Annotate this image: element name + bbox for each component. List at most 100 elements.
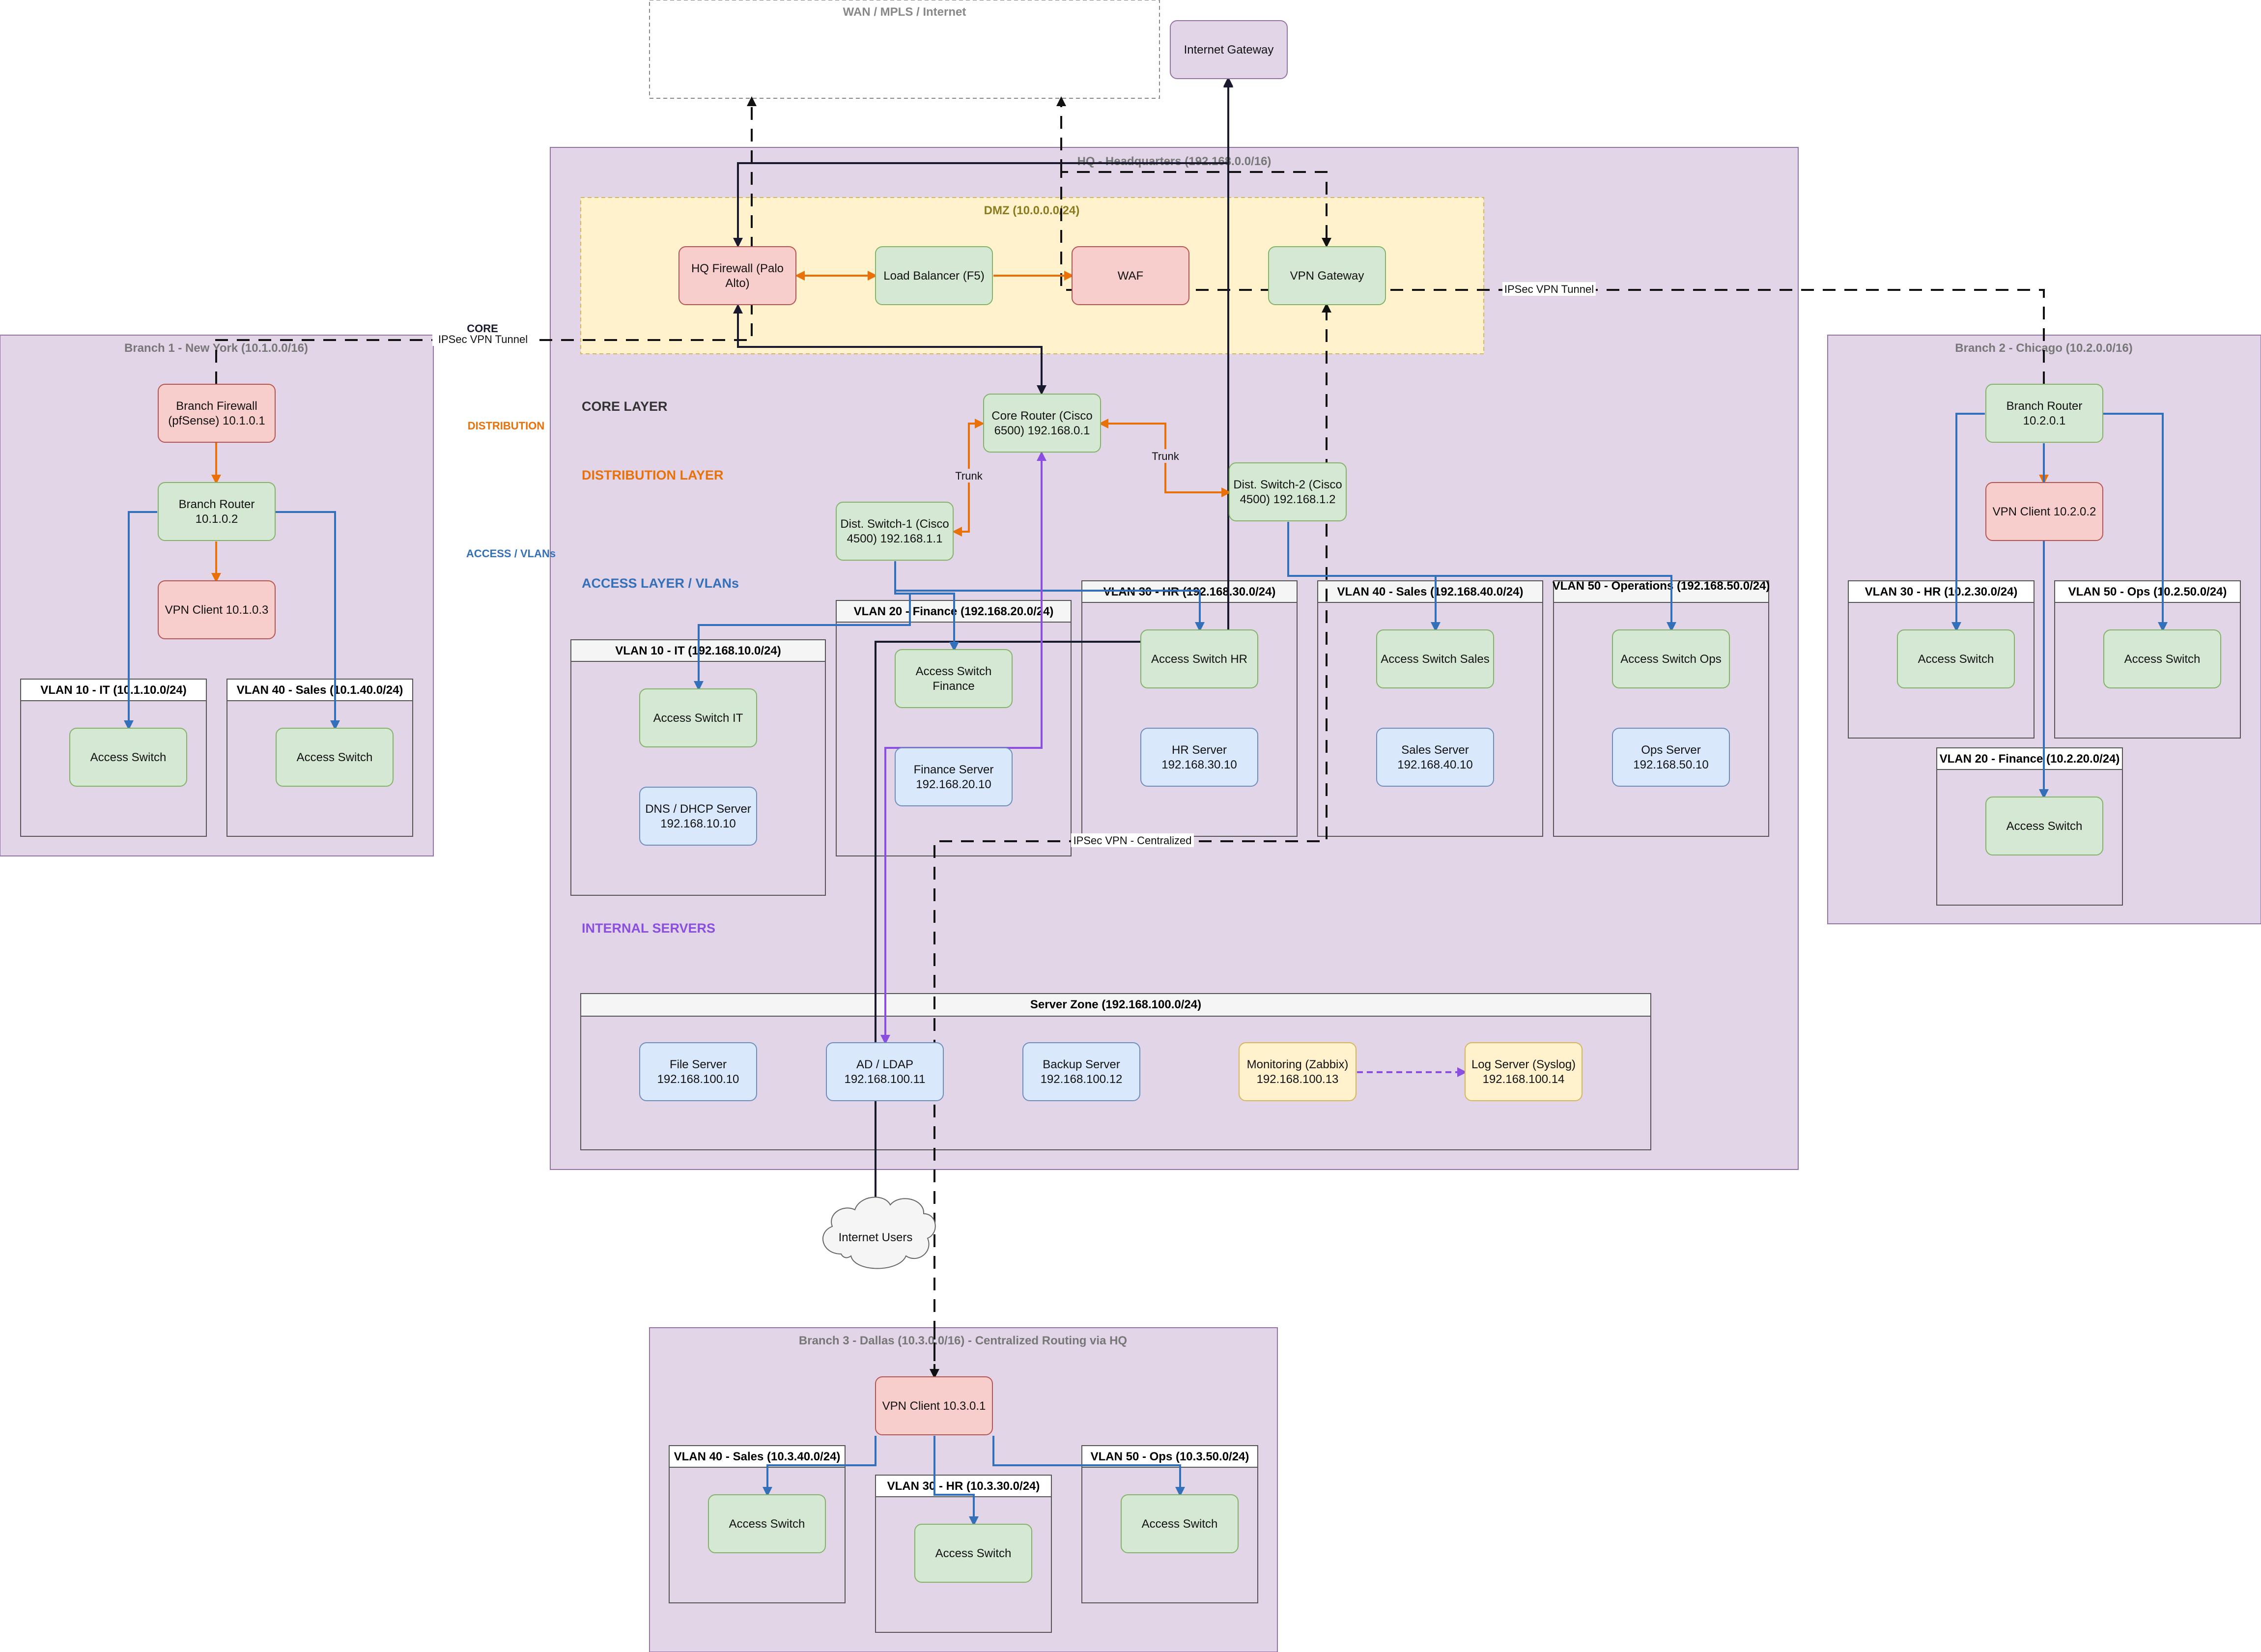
node-label: Access Switch Ops — [1620, 653, 1721, 666]
vlan-b2-ops-label: VLAN 50 - Ops (10.2.50.0/24) — [2068, 585, 2227, 598]
node-load-balancer[interactable]: Load Balancer (F5) — [875, 246, 993, 305]
node-label: VPN Client 10.3.0.1 — [882, 1399, 986, 1413]
node-box — [708, 1494, 826, 1553]
node-b2-access-ops[interactable]: Access Switch — [2103, 629, 2221, 688]
node-b2-vpn-client[interactable]: VPN Client 10.2.0.2 — [1985, 482, 2103, 541]
layer-internal-label: INTERNAL SERVERS — [582, 921, 715, 936]
node-b3-access-ops[interactable]: Access Switch — [1121, 1494, 1239, 1553]
node-box — [276, 728, 394, 787]
edge-b3-vpn-ops — [992, 1436, 1185, 1497]
node-b1-access-it[interactable]: Access Switch — [69, 728, 187, 787]
node-box — [1612, 728, 1730, 787]
node-label: Access Switch — [297, 751, 373, 764]
vlan-b1-sales: VLAN 40 - Sales (10.1.40.0/24) — [226, 679, 413, 837]
node-box — [1170, 20, 1288, 79]
node-b1-firewall[interactable]: Branch Firewall(pfSense) 10.1.0.1 — [158, 384, 276, 443]
legend-access: ACCESS / VLANs — [466, 547, 556, 560]
vlan-hq-ops: VLAN 50 - Operations (192.168.50.0/24) — [1553, 579, 1770, 837]
cloud-icon — [822, 1196, 936, 1269]
edge-users-to-gateway — [875, 77, 1233, 1203]
node-b3-access-sales[interactable]: Access Switch — [708, 1494, 826, 1553]
node-label: WAF — [1118, 269, 1143, 283]
node-log-server[interactable]: Log Server (Syslog)192.168.100.14 — [1465, 1042, 1583, 1101]
node-access-switch-sales[interactable]: Access Switch Sales — [1376, 629, 1494, 688]
layer-distribution-label: DISTRIBUTION LAYER — [582, 468, 724, 483]
node-label: Branch Firewall(pfSense) 10.1.0.1 — [168, 399, 265, 427]
vlan-b3-ops: VLAN 50 - Ops (10.3.50.0/24) — [1081, 1445, 1258, 1603]
node-label: VPN Client 10.2.0.2 — [1993, 505, 2096, 518]
node-access-switch-ops[interactable]: Access Switch Ops — [1612, 629, 1730, 688]
vlan-b2-finance: VLAN 20 - Finance (10.2.20.0/24) — [1936, 747, 2123, 906]
wan-container-label: WAN / MPLS / Internet — [843, 5, 966, 19]
node-box — [1465, 1042, 1583, 1101]
node-b1-vpn-client[interactable]: VPN Client 10.1.0.3 — [158, 580, 276, 639]
node-b1-access-sales[interactable]: Access Switch — [276, 728, 394, 787]
node-access-switch-hr[interactable]: Access Switch HR — [1140, 629, 1258, 688]
node-box — [1376, 629, 1494, 688]
node-box — [678, 246, 796, 305]
vlan-b3-sales-label: VLAN 40 - Sales (10.3.40.0/24) — [674, 1450, 841, 1463]
ipsec-label-b1: IPSec VPN Tunnel — [438, 333, 528, 345]
node-box — [2103, 629, 2221, 688]
node-vpn-gateway[interactable]: VPN Gateway — [1268, 246, 1386, 305]
node-b3-access-hr[interactable]: Access Switch — [914, 1524, 1032, 1583]
internet-users-cloud[interactable]: Internet Users — [822, 1196, 936, 1269]
node-b3-vpn-client[interactable]: VPN Client 10.3.0.1 — [875, 1376, 993, 1435]
node-internet-gateway[interactable]: Internet Gateway — [1170, 20, 1288, 79]
node-monitoring[interactable]: Monitoring (Zabbix)192.168.100.13 — [1239, 1042, 1357, 1101]
layer-core-label: CORE LAYER — [582, 399, 668, 414]
node-label: Access Switch — [1918, 653, 1994, 666]
node-box — [875, 1376, 993, 1435]
node-box — [639, 787, 757, 846]
node-box — [1140, 629, 1258, 688]
node-label: Access Switch — [2124, 653, 2201, 666]
node-label: Access Switch — [935, 1547, 1012, 1560]
node-box — [895, 747, 1013, 806]
node-label: Log Server (Syslog)192.168.100.14 — [1471, 1058, 1576, 1086]
vlan-b1-sales-label: VLAN 40 - Sales (10.1.40.0/24) — [237, 684, 403, 697]
node-box — [1140, 728, 1258, 787]
node-label: Access Switch HR — [1151, 653, 1247, 666]
vlan-b1-it: VLAN 10 - IT (10.1.10.0/24) — [20, 679, 207, 837]
layer-access-label: ACCESS LAYER / VLANs — [582, 576, 739, 591]
vpn-labels: IPSec VPN Tunnel IPSec VPN Tunnel IPSec … — [432, 282, 1596, 847]
vlan-hq-sales-label: VLAN 40 - Sales (192.168.40.0/24) — [1337, 585, 1524, 598]
node-box — [1072, 246, 1189, 305]
node-box — [875, 246, 993, 305]
node-box — [639, 1042, 757, 1101]
node-box — [836, 502, 954, 561]
internet-users-label: Internet Users — [839, 1231, 913, 1244]
node-box — [914, 1524, 1032, 1583]
node-access-switch-it[interactable]: Access Switch IT — [639, 688, 757, 747]
node-waf[interactable]: WAF — [1072, 246, 1189, 305]
edge-b1-vpn-tunnel — [215, 96, 757, 384]
node-b2-access-hr[interactable]: Access Switch — [1897, 629, 2015, 688]
node-box — [1985, 797, 2103, 855]
node-box — [158, 580, 276, 639]
edge-dist2-ops — [1288, 575, 1676, 632]
node-b2-access-finance[interactable]: Access Switch — [1985, 797, 2103, 855]
trunk-label-2: Trunk — [1152, 450, 1179, 462]
